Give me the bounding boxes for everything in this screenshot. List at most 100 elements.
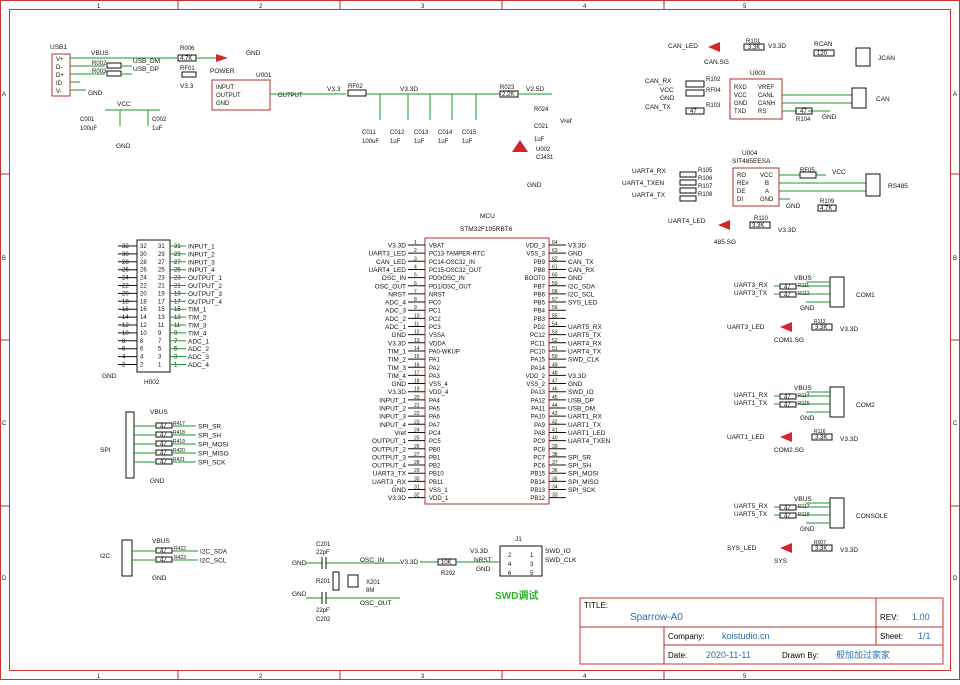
mcu-left-pin-num: 27	[414, 452, 420, 458]
r002-ref: R002	[92, 61, 107, 67]
mcu-left-pin-name: PA0-WKUP	[429, 349, 460, 355]
mcu-right-pin-num: 35	[552, 476, 558, 482]
com-led-resistor	[811, 323, 833, 331]
mcu-right-net-label: SPI_SR	[568, 454, 591, 461]
spi-resistor-value: 47	[160, 424, 167, 430]
mcu-right-pin-num: 64	[552, 240, 558, 246]
mcu-left-net-label: GND	[392, 381, 407, 388]
swd-title: SWD调试	[495, 589, 538, 602]
can-led-net: CAN_LED	[668, 43, 698, 50]
mcu-right-pin-num: 54	[552, 322, 558, 328]
mcu-left-pin-name: PD0/OSC_IN	[429, 276, 465, 282]
j1-pin3: 3	[530, 562, 534, 568]
mcu-left-pin-name: PC2	[429, 317, 441, 323]
swd-gnd: GND	[476, 566, 491, 573]
mcu-right-pin-name: BOOT0	[525, 276, 546, 282]
title-block: TITLE: Sparrow-A0 REV: 1.00 Company: koi…	[579, 597, 944, 665]
mcu-left-net-label: UART4_LED	[369, 267, 407, 274]
h002-pin-left-label: 16	[140, 307, 147, 313]
com-gnd: GND	[800, 526, 815, 533]
mcu-right-pin-name: PC11	[530, 341, 545, 347]
usb-gnd: GND	[88, 90, 103, 97]
mcu-left-pin-num: 5	[414, 273, 417, 279]
c002-ref: C002	[152, 117, 167, 123]
u004-de: DE	[737, 189, 745, 195]
mcu-right-pin-name: VSS_2	[526, 382, 545, 388]
mcu-right-pin-name: VDD_3	[526, 244, 546, 250]
u001-gnd: GND	[216, 101, 230, 107]
mcu-left-pin-name: PB11	[429, 480, 444, 486]
spi-resistor-ref: R419	[173, 439, 185, 445]
r109-ref: R109	[820, 199, 835, 205]
h002-net-label: TIM_1	[188, 307, 207, 314]
h002-pin-right-label: 3	[158, 355, 162, 361]
mcu-right-net-label: UART1_LED	[568, 430, 606, 437]
com-label: CONSOLE	[856, 513, 888, 520]
mcu-left-net-label: V3.3D	[388, 495, 406, 502]
mcu-right-pin-name: PB13	[530, 488, 545, 494]
mcu-right-pin-num: 36	[552, 468, 558, 474]
mcu-left-pin-name: VBAT	[429, 244, 445, 250]
r103-ref: R103	[706, 103, 721, 109]
h002-pin-left-num: 20	[122, 291, 129, 297]
spi-resistor-value: 47	[160, 460, 167, 466]
h002-pin-right-label: 13	[158, 315, 165, 321]
com-wires	[774, 502, 830, 524]
frame-col-4: 4	[583, 4, 587, 10]
u4-txen-net: UART4_TXEN	[622, 180, 664, 187]
mcu-right-pin-num: 37	[552, 460, 558, 466]
h002-pin-right-num: 27	[174, 260, 181, 266]
h002-pin-left-label: 4	[140, 355, 144, 361]
com-led-icon	[780, 432, 792, 442]
sheet-label: Sheet:	[880, 632, 903, 641]
com-led-r-value: 3.3K	[815, 435, 827, 441]
r006-ref: R006	[180, 46, 195, 52]
c201-ref: C201	[316, 542, 331, 548]
h002-pin-left-label: 12	[140, 323, 147, 329]
com-led-r-value: 3.3K	[815, 546, 827, 552]
mcu-left-pin-name: PA5	[429, 407, 441, 413]
mcu-left-pin-name: PC1	[429, 309, 441, 315]
mcu-left-pin-num: 24	[414, 427, 420, 433]
spi-resistor-value: 47	[160, 433, 167, 439]
mcu-right-pin-name: PA13	[531, 390, 546, 396]
h002-pin-right-label: 21	[158, 284, 165, 290]
u004-ref: U004	[742, 150, 758, 157]
h002-pin-left-label: 28	[140, 260, 147, 266]
c021-value: 1uF	[534, 137, 545, 143]
com-wires	[774, 391, 830, 413]
h002-pin-right-label: 23	[158, 276, 165, 282]
com-r1-value: 47	[784, 285, 791, 291]
j1-pin6: 6	[508, 571, 512, 577]
mcu-right-pin-name: PA12	[531, 398, 546, 404]
h002-pin-right-label: 29	[158, 252, 165, 258]
r108-ref: R108	[698, 192, 713, 198]
mcu-left-pin-name: PC0	[429, 301, 441, 307]
mcu-right-pin-num: 44	[552, 403, 558, 409]
h002-pin-left-num: 2	[122, 363, 126, 369]
can-rx-net: CAN_RX	[645, 78, 672, 85]
u003-gnd: GND	[734, 101, 748, 107]
can-gnd: GND	[822, 114, 837, 121]
date-value: 2020-11-11	[706, 650, 751, 660]
r104-value: 47	[800, 109, 807, 115]
com-led-label: SYS	[774, 558, 788, 565]
frame-row-c-right: C	[953, 421, 958, 427]
c013-ref: C013	[414, 130, 429, 136]
h002-pin-left-num: 14	[122, 315, 129, 321]
h002-pin-right-num: 11	[174, 323, 181, 329]
com-led-icon	[780, 322, 792, 332]
mcu-right-net-label: GND	[568, 275, 583, 282]
h002-pin-left-num: 4	[122, 355, 126, 361]
u004-ro: RO	[737, 173, 746, 179]
mcu-left-pin-name: PD1/OSC_OUT	[429, 284, 472, 290]
mcu-left-pin-num: 7	[414, 289, 417, 295]
mcu-right-net-label: SPI_SH	[568, 463, 591, 470]
h002-net-label: TIM_4	[188, 330, 207, 337]
com-r1-value: 47	[784, 506, 791, 512]
mcu-left-pin-num: 16	[414, 362, 420, 368]
mcu-left-pin-num: 28	[414, 460, 420, 466]
vbus-label: VBUS	[91, 50, 109, 57]
com-block: VBUSCOM1UART3_RXUART3_TX4747R111R112GNDU…	[727, 275, 875, 344]
